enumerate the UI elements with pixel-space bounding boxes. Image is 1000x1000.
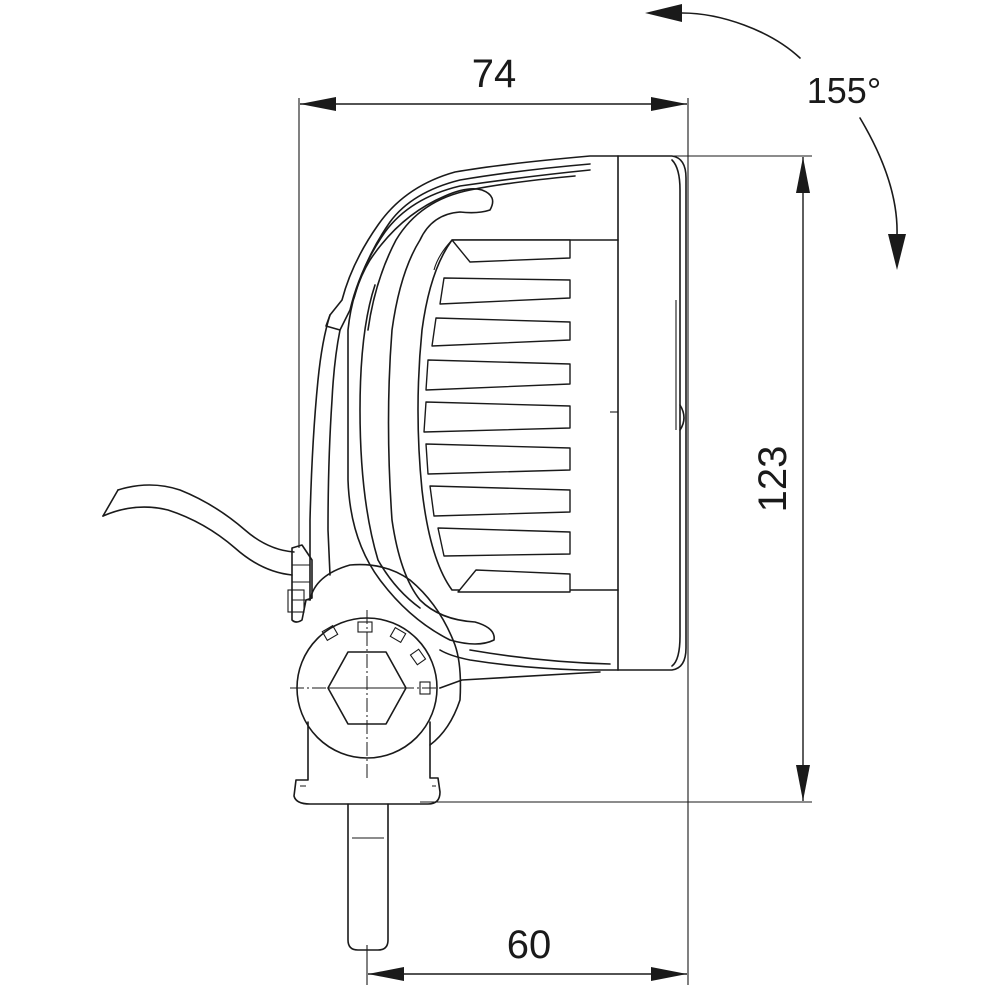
housing-back-inner: [327, 329, 341, 576]
rear-rib-inner-line: [359, 284, 421, 609]
arrowhead-bottom: [796, 765, 810, 801]
rotation-arrowhead-down: [888, 234, 906, 270]
pivot-tooth: [357, 621, 373, 633]
rotation-label: 155°: [807, 70, 881, 111]
heatsink-frame-edge: [433, 239, 453, 271]
fin-3: [431, 317, 571, 347]
gland-nut: [287, 589, 305, 613]
rotation-angle-155: 155°: [645, 4, 906, 270]
pivot-tooth: [389, 626, 407, 644]
cable-lower-edge: [117, 484, 295, 553]
housing-top-inner-line-2: [367, 175, 576, 331]
heatsink-fins: [423, 239, 571, 593]
dimension-label-74: 74: [472, 52, 517, 96]
pivot-tooth: [321, 624, 339, 642]
arrowhead-right: [651, 97, 687, 111]
arrowhead-top: [796, 157, 810, 193]
fin-7: [429, 485, 571, 517]
arrowhead-left: [368, 967, 404, 981]
fin-1: [451, 239, 571, 263]
arrowhead-right: [651, 967, 687, 981]
rear-handle-rib: [347, 188, 495, 645]
arrowhead-left: [300, 97, 336, 111]
dimension-width-74: 74: [298, 52, 689, 985]
rotation-arc-upper: [681, 12, 801, 59]
cable-assembly: [102, 484, 313, 623]
lens-rim: [671, 159, 681, 667]
front-lens-cap: [617, 155, 687, 671]
cable-upper-edge: [102, 506, 293, 576]
lamp-housing: [309, 155, 687, 689]
hex-nut: [327, 651, 407, 725]
bracket-clamp: [293, 721, 441, 805]
fin-6: [425, 443, 571, 475]
rotation-arrowhead-left: [645, 4, 682, 22]
dimension-width-60: 60: [366, 923, 687, 985]
pivot-tooth: [409, 648, 427, 666]
fin-9: [457, 569, 571, 593]
housing-bottom-lip: [439, 671, 601, 689]
housing-top-inner-line: [353, 163, 591, 299]
fin-2: [439, 277, 571, 305]
housing-back-outline: [309, 314, 331, 601]
fin-4: [425, 359, 571, 391]
lens-notch: [679, 404, 685, 431]
mount-bracket: [290, 563, 462, 951]
fin-5: [423, 401, 571, 433]
cable-end: [102, 489, 119, 517]
housing-bottom-shell: [439, 649, 619, 671]
dimension-label-123: 123: [751, 446, 795, 513]
housing-bottom-inner: [469, 649, 611, 665]
heatsink-frame: [417, 239, 619, 591]
bracket-arm: [309, 563, 462, 746]
fin-8: [437, 527, 571, 557]
mounting-stud: [347, 803, 389, 951]
rotation-arc-lower: [859, 117, 898, 236]
dimension-label-60: 60: [507, 923, 552, 967]
cable-gland: [291, 544, 313, 623]
